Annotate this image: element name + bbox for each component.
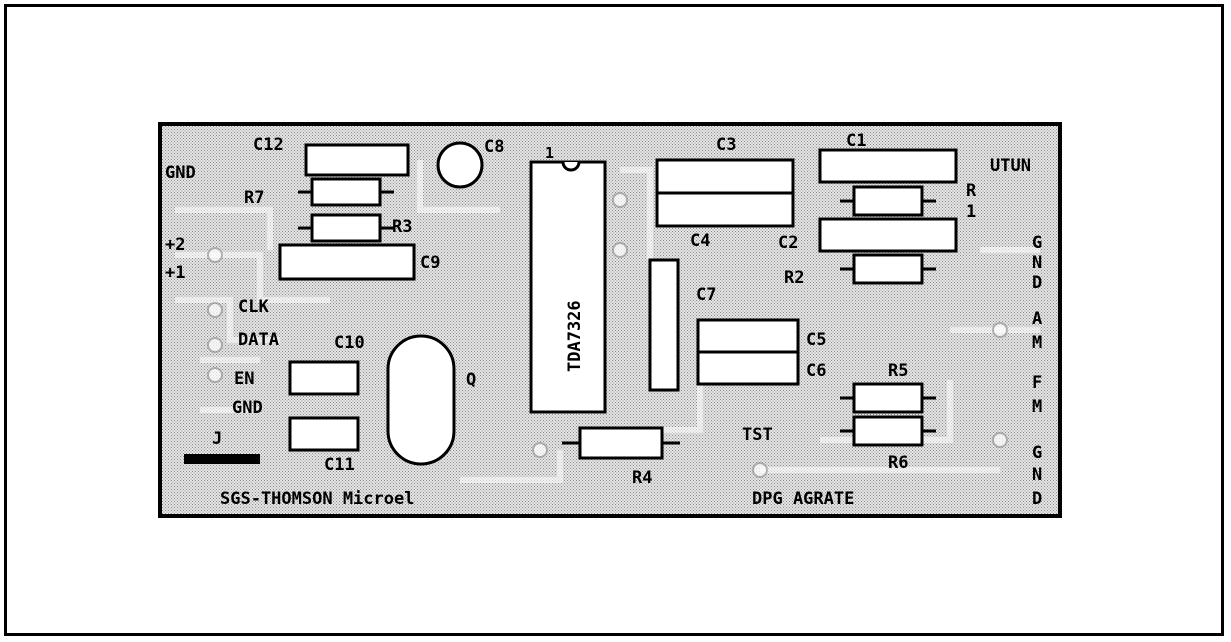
label-c11: C11 (324, 455, 355, 475)
c7-capacitor (648, 258, 680, 392)
side-gnd-top-g: G (1032, 233, 1042, 253)
label-pin1: 1 (545, 144, 554, 162)
label-gnd-left: GND (165, 163, 196, 183)
side-am-m: M (1032, 333, 1042, 353)
side-gnd-top-n: N (1032, 253, 1042, 273)
r4-resistor (578, 426, 664, 460)
label-c1: C1 (846, 131, 866, 151)
label-c2: C2 (778, 233, 798, 253)
side-gnd-bottom-n: N (1032, 465, 1042, 485)
label-r4: R4 (632, 468, 652, 488)
side-gnd-bottom-d: D (1032, 489, 1042, 509)
tda7326-ic (529, 160, 607, 414)
side-fm-m: M (1032, 397, 1042, 417)
label-ic: TDA7326 (565, 300, 585, 372)
label-r7: R7 (244, 188, 264, 208)
label-r1-1: 1 (966, 202, 976, 222)
label-plus2: +2 (165, 235, 185, 255)
ic-notch (561, 161, 581, 172)
side-gnd-top-d: D (1032, 273, 1042, 293)
label-data: DATA (238, 330, 279, 350)
label-site: DPG AGRATE (752, 489, 854, 509)
j-jumper-bar (184, 454, 260, 464)
label-c9: C9 (420, 253, 440, 273)
r6-resistor (852, 415, 924, 447)
label-r1-r: R (966, 181, 977, 201)
label-r3: R3 (392, 217, 412, 237)
label-j: J (212, 429, 222, 449)
c8-capacitor (436, 141, 484, 189)
label-c3: C3 (716, 135, 736, 155)
label-en: EN (234, 369, 254, 389)
label-maker: SGS-THOMSON Microel (220, 489, 414, 509)
label-q: Q (466, 370, 476, 390)
solder-pads (207, 192, 1008, 478)
label-c8: C8 (484, 137, 504, 157)
side-am-a: A (1032, 309, 1042, 329)
side-gnd-bottom-g: G (1032, 443, 1042, 463)
q-crystal (386, 334, 456, 466)
c1-capacitor (818, 148, 958, 184)
r5-resistor (852, 382, 924, 414)
label-gnd-low: GND (232, 398, 263, 418)
r2-resistor (852, 253, 924, 285)
label-c12: C12 (253, 135, 284, 155)
r7-resistor (310, 177, 382, 207)
label-c6: C6 (806, 361, 826, 381)
label-clk: CLK (238, 297, 269, 317)
label-c7: C7 (696, 285, 716, 305)
label-r5: R5 (888, 361, 908, 381)
side-fm-f: F (1032, 373, 1042, 393)
label-plus1: +1 (165, 263, 185, 283)
c12-capacitor (304, 143, 410, 177)
c11-capacitor (288, 416, 360, 452)
label-utun: UTUN (990, 156, 1031, 176)
c2-capacitor (818, 217, 958, 253)
label-r6: R6 (888, 453, 908, 473)
label-c5: C5 (806, 330, 826, 350)
r3-resistor (310, 213, 382, 243)
label-c4: C4 (690, 231, 710, 251)
components (278, 141, 958, 466)
label-r2: R2 (784, 268, 804, 288)
r1-resistor (852, 185, 924, 217)
label-tst: TST (742, 425, 773, 445)
c10-capacitor (288, 360, 360, 396)
label-c10: C10 (334, 333, 365, 353)
c9-capacitor (278, 243, 416, 281)
